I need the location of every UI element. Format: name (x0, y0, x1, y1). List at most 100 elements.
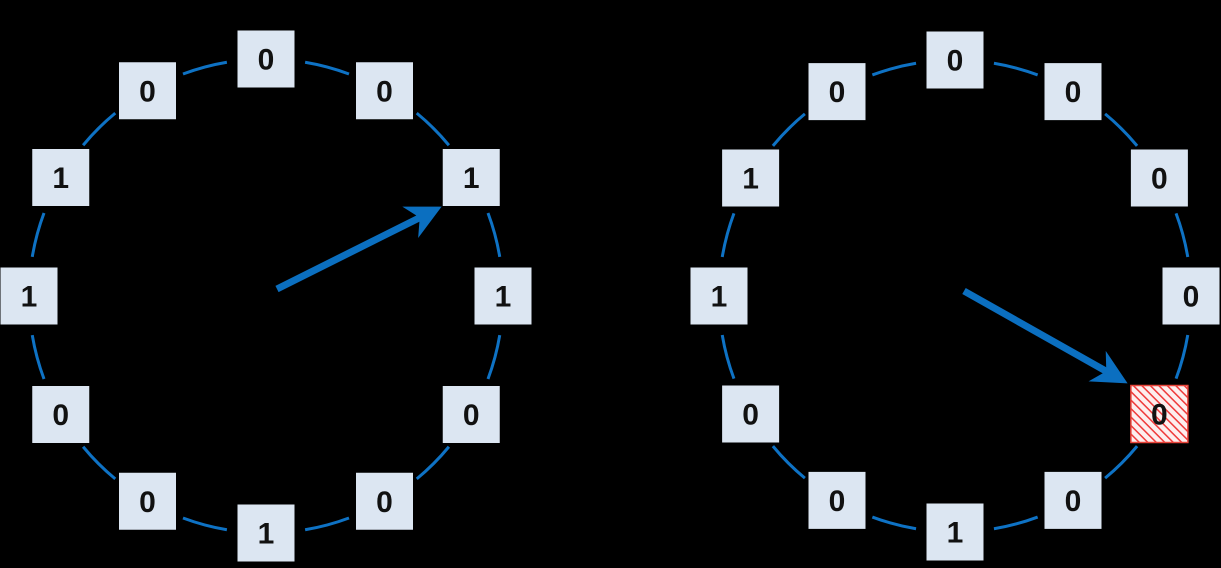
ring-node[interactable]: 1 (474, 267, 532, 325)
node-box[interactable] (1130, 149, 1188, 207)
ring-edge (771, 445, 806, 480)
node-value-label: 0 (1151, 399, 1168, 432)
ring-node[interactable]: 0 (442, 386, 500, 443)
ring-edge (415, 111, 451, 147)
node-box[interactable] (1162, 267, 1220, 325)
pointer-arrow-right (962, 287, 1128, 384)
node-box[interactable] (32, 386, 90, 443)
ring-edge (486, 334, 502, 380)
ring-node[interactable]: 0 (1130, 149, 1188, 207)
ring-node[interactable]: 0 (808, 471, 866, 529)
node-value-label: 0 (258, 44, 275, 77)
node-box[interactable] (926, 503, 984, 561)
ring-edge (1174, 334, 1190, 380)
ring-edge (993, 515, 1039, 531)
ring-node[interactable]: 0 (356, 472, 413, 530)
node-box[interactable] (119, 62, 176, 120)
ring-edge (871, 515, 917, 531)
node-box[interactable] (237, 504, 295, 562)
node-value-label: 0 (139, 75, 156, 108)
ring-node[interactable]: 0 (119, 62, 176, 120)
node-value-label: 1 (711, 281, 728, 314)
node-box[interactable] (0, 267, 58, 325)
ring-node[interactable]: 1 (237, 504, 295, 562)
ring-node[interactable]: 1 (926, 503, 984, 561)
node-value-label: 1 (463, 162, 480, 195)
node-box[interactable] (808, 63, 866, 121)
node-value-label: 0 (1065, 76, 1082, 109)
ring-node[interactable]: 0 (722, 385, 780, 443)
ring-edge (720, 212, 736, 258)
node-value-label: 0 (742, 399, 759, 432)
ring-arrows (275, 206, 1128, 384)
ring-edge (81, 445, 117, 481)
node-value-label: 0 (1065, 485, 1082, 518)
ring-node[interactable]: 0 (237, 30, 295, 88)
node-value-label: 0 (1183, 281, 1200, 314)
node-box[interactable] (926, 31, 984, 89)
node-box[interactable] (722, 149, 780, 207)
ring-edge (1104, 112, 1139, 147)
node-box[interactable] (356, 472, 413, 530)
ring-node[interactable]: 0 (32, 386, 90, 443)
ring-node[interactable]: 1 (442, 149, 500, 206)
ring-edge (304, 516, 350, 532)
node-box[interactable] (1044, 471, 1102, 529)
ring-node[interactable]: 0 (1044, 63, 1102, 121)
ring-edge (30, 212, 46, 258)
ring-node[interactable]: 0 (1044, 471, 1102, 529)
node-value-label: 1 (52, 162, 69, 195)
node-value-label: 0 (829, 485, 846, 518)
ring-node[interactable]: 0 (808, 63, 866, 121)
node-value-label: 0 (376, 486, 393, 519)
node-box[interactable] (119, 472, 176, 530)
ring-node[interactable]: 0 (119, 472, 176, 530)
node-box[interactable] (808, 471, 866, 529)
node-value-label: 1 (258, 518, 275, 551)
ring-node[interactable]: 1 (690, 267, 748, 325)
node-box[interactable] (237, 30, 295, 88)
node-value-label: 1 (947, 517, 964, 550)
ring-edge (182, 516, 228, 532)
ring-node[interactable]: 1 (722, 149, 780, 207)
node-value-label: 0 (1151, 163, 1168, 196)
node-box[interactable] (32, 149, 90, 206)
ring-edge (871, 61, 917, 77)
ring-node[interactable]: 0 (1162, 267, 1220, 325)
ring-edge (1104, 445, 1139, 480)
node-box[interactable] (356, 62, 413, 120)
ring-node[interactable]: 1 (0, 267, 58, 325)
node-box[interactable] (1044, 63, 1102, 121)
node-value-label: 1 (495, 281, 512, 314)
ring-edge (30, 334, 46, 380)
ring-edge (415, 445, 451, 481)
ring-node[interactable]: 0 (356, 62, 413, 120)
ring-edge (81, 111, 117, 147)
node-box[interactable] (722, 385, 780, 443)
node-box[interactable] (442, 386, 500, 443)
node-box[interactable] (690, 267, 748, 325)
node-value-label: 0 (463, 399, 480, 432)
pointer-arrow-left (275, 206, 442, 293)
node-value-label: 1 (742, 163, 759, 196)
node-box[interactable] (442, 149, 500, 206)
ring-edge (182, 60, 228, 76)
node-box-highlighted[interactable] (1130, 384, 1189, 444)
ring-nodes: 0 0 1 1 0 0 1 0 0 1 1 0 0 0 0 0 0 0 1 0 0 1 1 0 (0, 30, 1220, 562)
ring-node[interactable]: 0 (926, 31, 984, 89)
ring-edge (771, 112, 806, 147)
ring-edge (486, 212, 502, 258)
ring-edge (1174, 212, 1190, 258)
node-value-label: 0 (947, 45, 964, 78)
ring-arcs (30, 60, 1190, 532)
ring-edge (993, 61, 1039, 77)
ring-edge (304, 60, 350, 76)
ring-node[interactable]: 1 (32, 149, 90, 206)
node-value-label: 0 (376, 75, 393, 108)
ring-edge (720, 334, 736, 380)
node-box[interactable] (474, 267, 532, 325)
node-value-label: 0 (52, 399, 69, 432)
ring-node-highlighted[interactable]: 0 (1130, 384, 1189, 444)
